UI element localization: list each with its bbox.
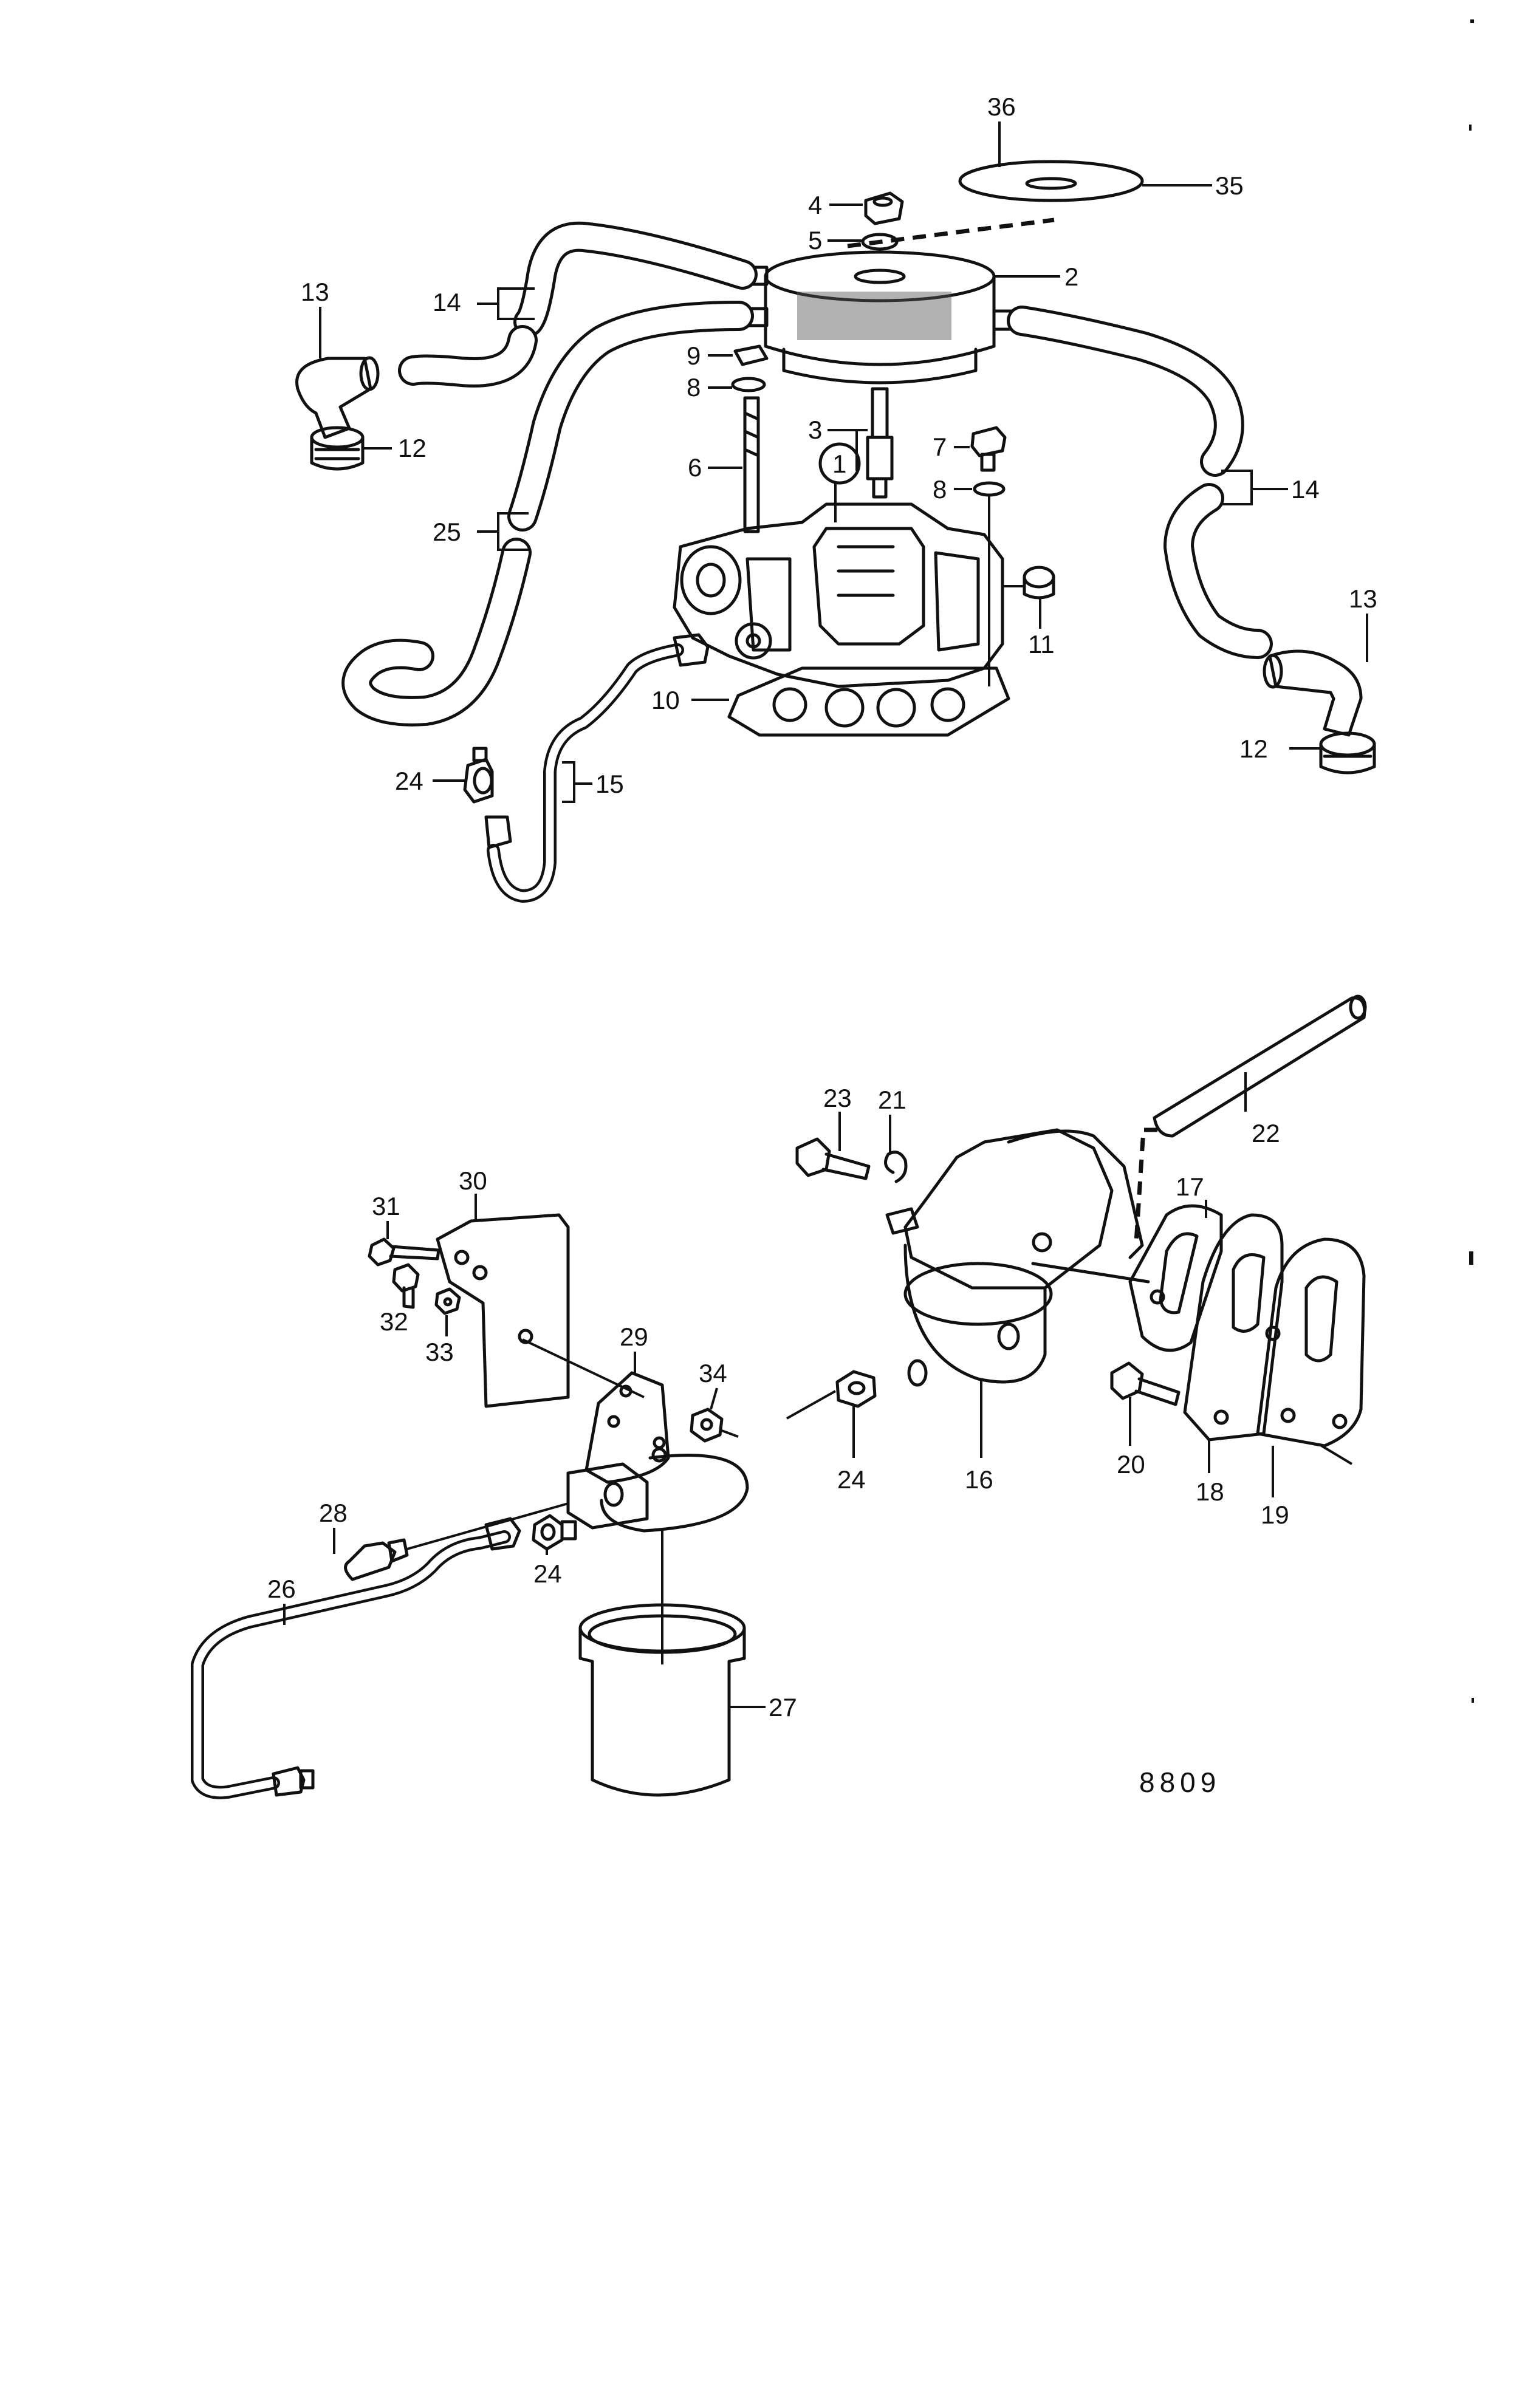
nut-24-pump [835,1370,877,1408]
stud-6 [743,396,760,533]
label-11: 11 [1028,630,1055,658]
label-2: 2 [1064,262,1078,291]
gasket-19 [1256,1237,1366,1448]
callout-labels: 36 35 4 5 2 13 14 9 8 12 3 7 6 1 8 14 25… [267,92,1377,1722]
label-5: 5 [808,226,822,255]
label-16: 16 [965,1465,993,1494]
label-29: 29 [620,1322,648,1351]
label-23: 23 [823,1084,852,1112]
filter-bowl-27 [578,1603,746,1797]
label-30: 30 [459,1166,487,1195]
plug-12-left [310,426,365,471]
label-22: 22 [1252,1119,1280,1148]
label-31: 31 [372,1192,400,1220]
hose-25 [341,301,754,727]
drawing-code: 8809 [1139,1767,1221,1798]
label-28: 28 [319,1499,348,1527]
washer-21 [884,1151,908,1183]
label-24-filter: 24 [533,1559,562,1588]
plug-11 [1023,566,1055,600]
gasket-17 [1128,1204,1223,1352]
label-8-left: 8 [687,373,701,402]
label-4: 4 [808,191,822,219]
label-25: 25 [433,518,461,546]
label-10: 10 [651,686,680,714]
nut-33 [434,1287,461,1315]
label-1: 1 [832,450,846,478]
fuel-pump [885,1128,1150,1387]
label-35: 35 [1215,171,1244,200]
stud-3 [866,387,894,499]
label-32: 32 [380,1307,408,1336]
label-24-pump: 24 [837,1465,866,1494]
bolt-23 [795,1137,871,1180]
label-14-left: 14 [433,288,461,316]
label-7: 7 [933,433,947,461]
carburetor [673,502,1004,688]
fitting-28 [344,1538,409,1581]
bolt-31 [368,1237,440,1267]
label-3: 3 [808,416,822,444]
washer-8-left [731,377,766,392]
bolt-20 [1110,1361,1181,1406]
air-cleaner [737,250,1024,385]
hose-14-right [1007,306,1273,659]
label-6: 6 [688,453,702,482]
tube-22 [1153,994,1367,1138]
label-19: 19 [1261,1500,1289,1529]
washer-5 [861,233,899,251]
fuel-pipe-15 [484,633,710,903]
label-20: 20 [1117,1450,1145,1479]
label-26: 26 [267,1575,296,1603]
air-cleaner-cover [958,160,1144,202]
washer-8-right [973,481,1006,497]
label-33: 33 [425,1338,454,1366]
nut-9 [733,344,769,366]
label-8-right: 8 [933,475,947,504]
label-13-left: 13 [301,278,329,306]
label-13-right: 13 [1349,584,1377,613]
spacer-18 [1183,1213,1284,1442]
elbow-13-left [295,356,380,439]
label-24-upper: 24 [395,767,423,795]
label-27: 27 [769,1693,797,1722]
bolt-7 [970,426,1007,472]
label-36: 36 [987,92,1016,121]
label-18: 18 [1196,1477,1224,1506]
filter-head [566,1447,749,1533]
label-15: 15 [595,770,624,798]
union-24-upper [463,747,494,804]
label-12-left: 12 [398,434,427,462]
label-9: 9 [687,341,701,370]
hose-14-left [398,221,758,388]
label-14-right: 14 [1291,475,1320,504]
plug-12-right [1319,731,1376,775]
label-17: 17 [1176,1172,1204,1201]
ref-circle-1 [818,442,861,485]
scan-marks [1469,19,1474,1703]
nut-34 [690,1408,724,1443]
bolt-32 [392,1263,420,1309]
gasket-10 [727,666,1010,737]
elbow-13-right [1263,649,1363,737]
label-34: 34 [699,1359,727,1387]
union-24-filter [532,1514,577,1551]
nut-4 [864,191,904,225]
label-12-right: 12 [1239,734,1268,763]
label-21: 21 [878,1086,906,1114]
fuel-pipe-26 [191,1517,521,1799]
bracket-30 [436,1213,570,1408]
